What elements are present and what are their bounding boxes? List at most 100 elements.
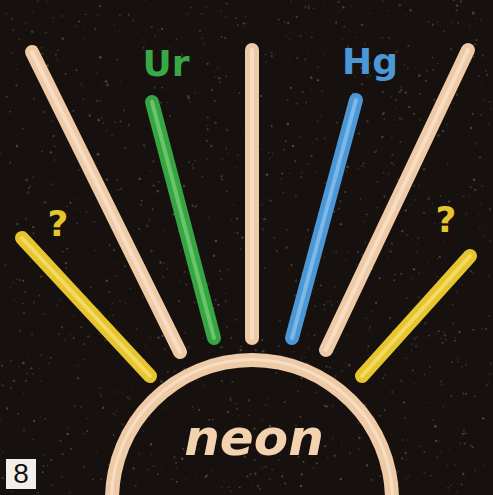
speckle	[281, 475, 283, 477]
speckle	[88, 489, 90, 491]
tube-highlight	[152, 102, 214, 338]
speckle	[13, 416, 14, 417]
speckle	[78, 378, 80, 380]
speckle	[6, 407, 8, 409]
speckle	[56, 57, 57, 58]
speckle	[93, 281, 95, 283]
speckle	[192, 167, 195, 170]
speckle	[403, 122, 405, 124]
speckle	[482, 418, 483, 419]
speckle	[25, 445, 26, 446]
speckle	[1, 417, 2, 418]
speckle	[13, 380, 15, 382]
speckle	[408, 475, 410, 477]
speckle	[389, 317, 391, 319]
speckle	[379, 277, 381, 279]
speckle	[349, 386, 351, 388]
speckle	[300, 176, 302, 178]
speckle	[438, 24, 439, 25]
speckle	[0, 355, 2, 357]
speckle	[142, 327, 144, 329]
speckle	[97, 14, 99, 16]
speckle	[452, 304, 454, 306]
speckle	[54, 41, 55, 42]
speckle	[486, 74, 488, 76]
speckle	[470, 270, 472, 272]
speckle	[167, 268, 168, 269]
speckle	[201, 13, 203, 15]
speckle	[115, 122, 116, 123]
speckle	[286, 246, 289, 249]
speckle	[234, 231, 236, 233]
speckle	[187, 95, 190, 98]
speckle	[390, 426, 392, 428]
speckle	[399, 117, 401, 119]
speckle	[377, 181, 379, 183]
speckle	[284, 483, 286, 485]
speckle	[433, 99, 435, 101]
speckle	[0, 362, 1, 364]
speckle	[221, 278, 223, 280]
speckle	[311, 90, 312, 91]
speckle	[365, 25, 367, 27]
speckle	[99, 5, 101, 7]
speckle	[423, 451, 425, 453]
speckle	[77, 207, 79, 209]
speckle	[257, 485, 259, 487]
speckle	[192, 385, 194, 387]
speckle	[173, 456, 175, 458]
speckle	[444, 334, 447, 337]
speckle	[227, 269, 228, 270]
speckle	[454, 464, 455, 465]
speckle	[175, 462, 177, 464]
speckle	[224, 37, 226, 39]
speckle	[332, 405, 334, 407]
speckle	[195, 205, 197, 207]
speckle	[480, 203, 482, 205]
speckle	[480, 114, 482, 116]
speckle	[413, 113, 415, 115]
speckle	[470, 444, 473, 447]
speckle	[220, 10, 221, 11]
speckle	[214, 122, 216, 124]
speckle	[294, 121, 295, 122]
page-number: 8	[13, 460, 29, 488]
speckle	[414, 338, 416, 340]
speckle	[167, 371, 169, 373]
speckle	[281, 173, 283, 175]
speckle	[113, 413, 115, 415]
speckle	[83, 359, 84, 360]
speckle	[329, 300, 331, 302]
speckle	[327, 457, 329, 459]
speckle	[0, 419, 1, 421]
speckle	[223, 481, 224, 482]
speckle	[37, 491, 39, 493]
speckle	[472, 446, 474, 448]
speckle	[57, 166, 59, 168]
speckle	[16, 145, 19, 148]
speckle	[405, 14, 407, 16]
speckle	[438, 330, 440, 332]
speckle	[434, 425, 437, 428]
speckle	[99, 387, 101, 389]
speckle	[305, 101, 307, 103]
question-mark: ?	[436, 202, 457, 238]
speckle	[400, 380, 402, 382]
speckle	[327, 301, 328, 302]
speckle	[465, 393, 467, 395]
speckle	[403, 247, 405, 249]
speckle	[39, 368, 41, 370]
speckle	[318, 288, 320, 290]
speckle	[38, 201, 39, 202]
speckle	[305, 316, 306, 317]
speckle	[87, 430, 89, 432]
speckle	[350, 202, 351, 203]
speckle	[225, 293, 226, 294]
speckle	[483, 229, 485, 231]
speckle	[83, 86, 84, 87]
speckle	[155, 18, 157, 20]
speckle	[39, 416, 40, 417]
speckle	[70, 448, 72, 450]
speckle	[55, 54, 57, 56]
speckle	[367, 345, 369, 347]
